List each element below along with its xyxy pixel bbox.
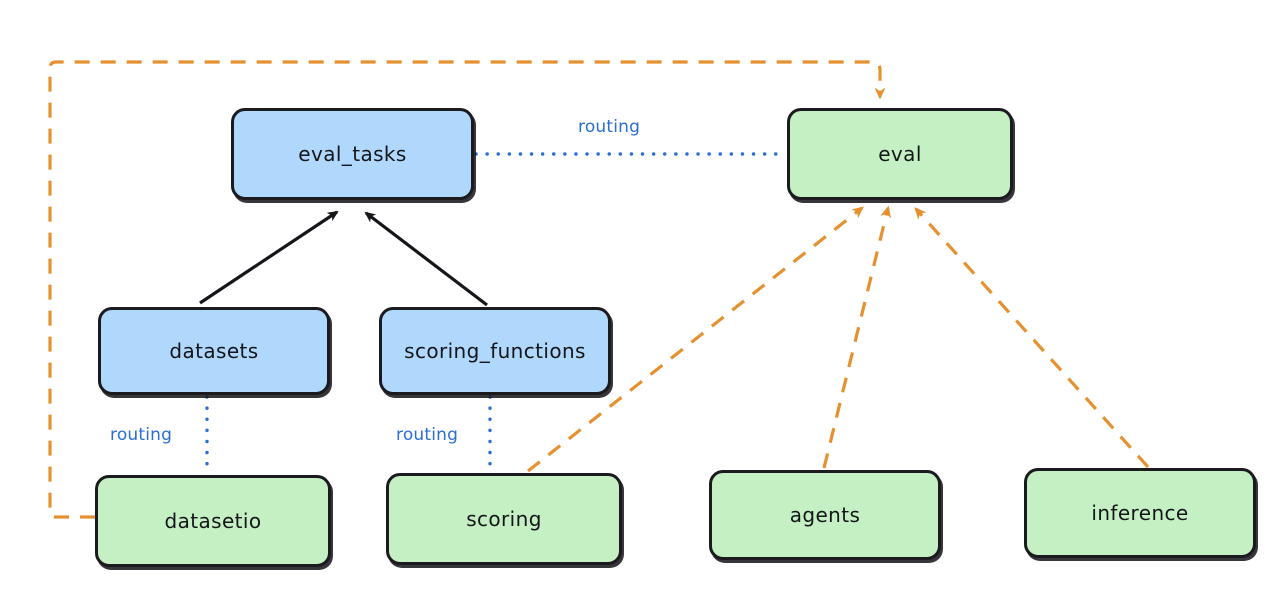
edge-label-routing-eval-tasks-eval: routing (578, 117, 641, 137)
node-scoring[interactable]: scoring (386, 473, 622, 565)
node-eval[interactable]: eval (787, 108, 1013, 200)
node-label: scoring_functions (404, 339, 586, 363)
node-datasetio[interactable]: datasetio (95, 475, 331, 567)
edge-datasets-to-eval_tasks (199, 210, 339, 305)
edge-label-routing-datasets-datasetio: routing (110, 425, 173, 445)
node-label: scoring (466, 507, 542, 531)
edge-inference-to-eval (914, 207, 1150, 469)
node-label: eval (878, 142, 922, 166)
node-eval-tasks[interactable]: eval_tasks (231, 108, 474, 200)
node-label: datasets (169, 339, 259, 363)
edge-label-routing-scoring-functions-scoring: routing (396, 425, 459, 445)
node-label: eval_tasks (298, 142, 407, 166)
node-inference[interactable]: inference (1024, 468, 1256, 558)
edge-scoring_functions-to-eval_tasks (364, 211, 488, 307)
edge-agents-to-eval (822, 205, 892, 469)
node-datasets[interactable]: datasets (98, 307, 330, 395)
node-label: agents (789, 503, 861, 527)
node-label: inference (1091, 501, 1189, 525)
node-label: datasetio (164, 509, 262, 533)
node-scoring-functions[interactable]: scoring_functions (379, 307, 611, 395)
node-agents[interactable]: agents (709, 470, 941, 560)
